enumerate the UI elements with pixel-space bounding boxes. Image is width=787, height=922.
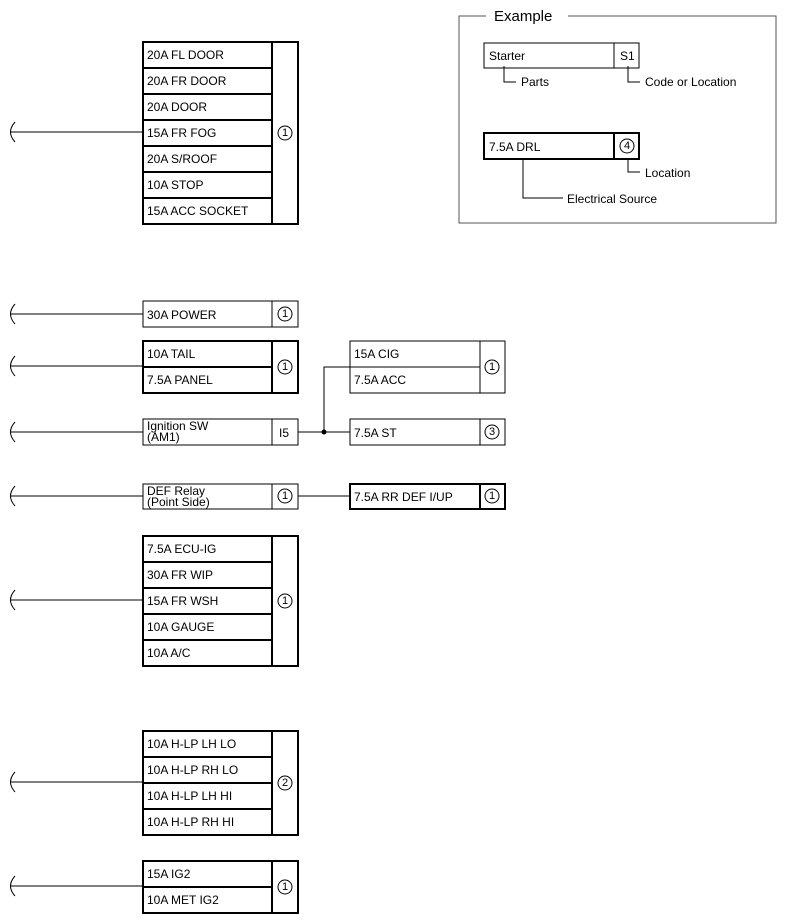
fuse-label: 10A A/C bbox=[147, 646, 191, 660]
location-circle bbox=[277, 488, 293, 504]
location-circle bbox=[277, 359, 293, 375]
location-num: 1 bbox=[282, 595, 288, 607]
fuse-label: 30A FR WIP bbox=[147, 568, 213, 582]
fuse-group-tail: 10A TAIL 7.5A PANEL 1 bbox=[10, 340, 299, 394]
fuse-group-headlamp: 10A H-LP LH LO 10A H-LP RH LO 10A H-LP L… bbox=[10, 730, 299, 836]
fuse-label: 10A MET IG2 bbox=[147, 893, 219, 907]
location-circle bbox=[484, 359, 500, 375]
location-circle bbox=[277, 775, 293, 791]
example-code-label: Code or Location bbox=[645, 75, 736, 89]
fuse-group-cig: 15A CIG 7.5A ACC 1 bbox=[349, 340, 506, 394]
location-num: 1 bbox=[282, 490, 288, 502]
fuse-power: 30A POWER 1 bbox=[10, 300, 299, 328]
fuse-st: 7.5A ST 3 bbox=[349, 418, 506, 446]
location-circle bbox=[277, 879, 293, 895]
fuse-group-door: 20A FL DOOR 20A FR DOOR 20A DOOR 15A FR … bbox=[10, 41, 299, 225]
fuse-label: 7.5A ACC bbox=[354, 373, 406, 387]
def-relay-label-1: DEF Relay bbox=[147, 484, 205, 498]
example-location-label: Location bbox=[645, 166, 690, 180]
location-num: 1 bbox=[282, 308, 288, 320]
fuse-label: 20A DOOR bbox=[147, 100, 207, 114]
fuse-label: 30A POWER bbox=[147, 308, 217, 322]
fuse-label: 10A TAIL bbox=[147, 347, 196, 361]
fuse-label: 10A GAUGE bbox=[147, 620, 214, 634]
location-circle bbox=[277, 593, 293, 609]
location-num: 1 bbox=[282, 127, 288, 139]
example-title: Example bbox=[494, 8, 552, 25]
location-circle bbox=[277, 306, 293, 322]
fuse-label: 15A IG2 bbox=[147, 867, 191, 881]
fuse-label: 15A FR FOG bbox=[147, 126, 216, 140]
def-relay: DEF Relay (Point Side) 1 bbox=[10, 483, 350, 510]
fuse-label: 20A FL DOOR bbox=[147, 48, 224, 62]
fuse-label: 7.5A RR DEF I/UP bbox=[354, 490, 453, 504]
location-num: 1 bbox=[489, 490, 495, 502]
fuse-label: 7.5A ST bbox=[354, 426, 397, 440]
fuse-label: 10A STOP bbox=[147, 178, 203, 192]
fuse-rr-def: 7.5A RR DEF I/UP 1 bbox=[349, 483, 506, 510]
location-num: 1 bbox=[282, 361, 288, 373]
example-parts-label: Parts bbox=[521, 75, 549, 89]
ignition-label-2: (AM1) bbox=[147, 430, 180, 444]
fuse-label: 10A H-LP LH HI bbox=[147, 789, 232, 803]
example-source-box: 7.5A DRL bbox=[489, 140, 541, 154]
example-location-num: 4 bbox=[624, 140, 630, 152]
fuse-label: 10A H-LP RH LO bbox=[147, 763, 238, 777]
location-num: 1 bbox=[489, 361, 495, 373]
fuse-label: 10A H-LP LH LO bbox=[147, 737, 236, 751]
fuse-label: 15A FR WSH bbox=[147, 594, 218, 608]
junction-dot bbox=[321, 429, 327, 435]
example-code-box: S1 bbox=[620, 49, 635, 63]
fuse-label: 7.5A PANEL bbox=[147, 373, 213, 387]
location-circle bbox=[484, 424, 500, 440]
def-relay-label-2: (Point Side) bbox=[147, 495, 210, 509]
location-circle bbox=[277, 125, 293, 141]
ignition-code: I5 bbox=[279, 426, 289, 440]
fuse-label: 7.5A ECU-IG bbox=[147, 542, 216, 556]
location-circle bbox=[484, 488, 500, 504]
location-num: 3 bbox=[489, 426, 495, 438]
ignition-switch: Ignition SW (AM1) I5 bbox=[10, 366, 350, 446]
fuse-group-ig2: 15A IG2 10A MET IG2 1 bbox=[10, 860, 299, 914]
fuse-label: 10A H-LP RH HI bbox=[147, 815, 234, 829]
fuse-label: 20A S/ROOF bbox=[147, 152, 217, 166]
example-legend: Example Starter S1 Parts Code or Locatio… bbox=[458, 5, 777, 224]
example-source-label: Electrical Source bbox=[567, 192, 657, 206]
ignition-label-1: Ignition SW bbox=[147, 419, 209, 433]
example-location-circle bbox=[619, 138, 635, 154]
location-num: 1 bbox=[282, 881, 288, 893]
location-num: 2 bbox=[282, 777, 288, 789]
example-parts-box: Starter bbox=[489, 49, 525, 63]
fuse-group-ecu: 7.5A ECU-IG 30A FR WIP 15A FR WSH 10A GA… bbox=[10, 535, 299, 667]
fuse-label: 15A CIG bbox=[354, 347, 399, 361]
fuse-label: 15A ACC SOCKET bbox=[147, 204, 249, 218]
fuse-label: 20A FR DOOR bbox=[147, 74, 227, 88]
